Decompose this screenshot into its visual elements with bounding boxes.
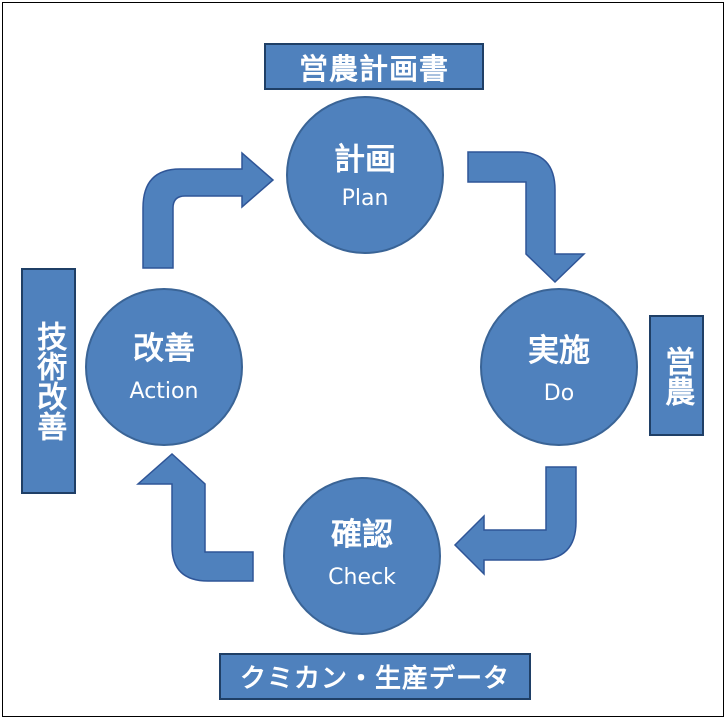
do-en-label: Do — [543, 381, 575, 406]
do-jp-label: 実施 — [528, 333, 590, 369]
plan-text: 計画 Plan — [285, 145, 445, 210]
plan-document-label: 営農計画書 — [264, 43, 484, 90]
action-jp-label: 改善 — [133, 331, 195, 367]
check-en-label: Check — [328, 565, 396, 590]
check-text: 確認 Check — [282, 520, 442, 589]
circle-action — [85, 288, 243, 446]
do-text: 実施 Do — [479, 336, 639, 405]
plan-jp-label: 計画 — [334, 142, 396, 178]
arrow-do-to-check — [453, 466, 577, 576]
check-data-label: クミカン・生産データ — [219, 653, 531, 700]
do-side-label: 営農 — [649, 315, 704, 436]
arrow-plan-to-do — [467, 151, 586, 284]
circle-plan — [286, 96, 444, 254]
arrow-check-to-action — [136, 452, 254, 582]
plan-en-label: Plan — [341, 186, 389, 211]
action-side-label: 技術改善 — [21, 268, 76, 494]
check-jp-label: 確認 — [331, 517, 393, 553]
circle-check — [283, 477, 441, 635]
action-text: 改善 Action — [84, 334, 244, 403]
arrow-action-to-plan — [142, 151, 275, 269]
action-en-label: Action — [129, 379, 199, 404]
circle-do — [480, 288, 638, 446]
